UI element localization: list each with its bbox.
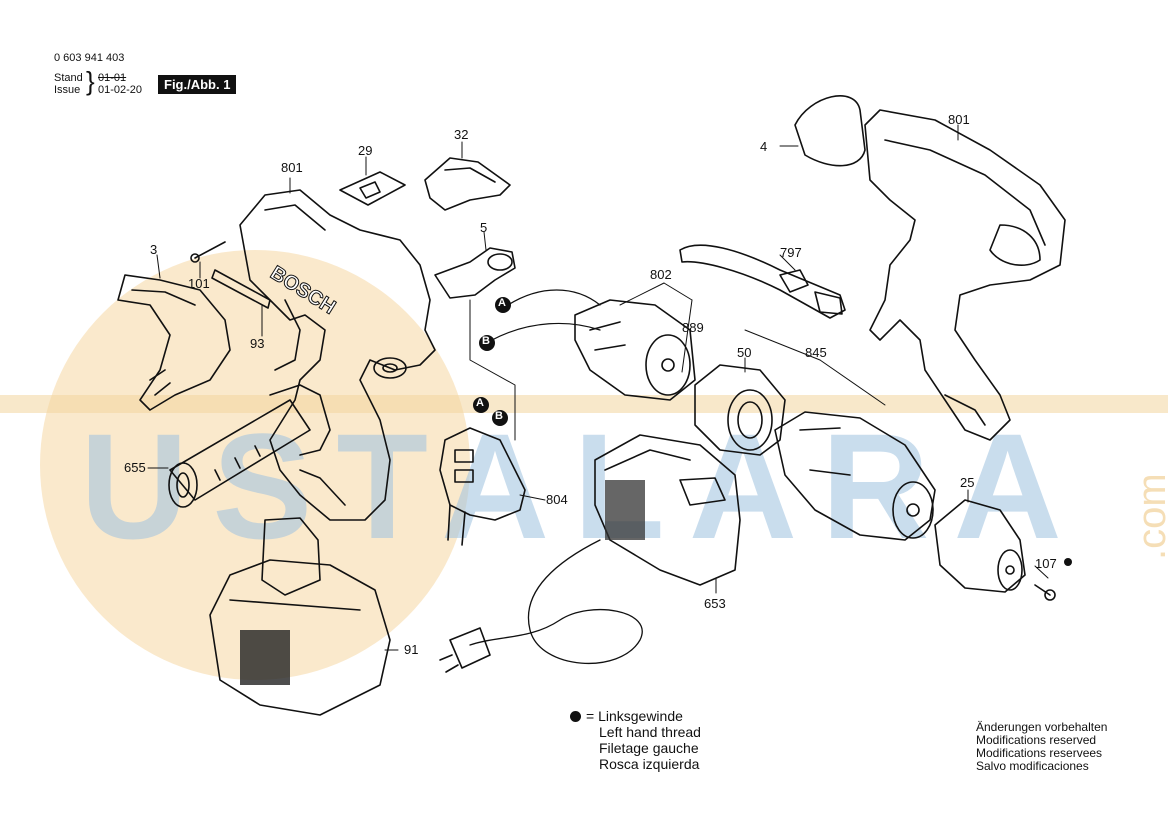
part-4: [794, 95, 866, 167]
note-line-3: Modifications reservees: [976, 746, 1103, 760]
part-797: [679, 244, 846, 319]
callout-845: 845: [805, 345, 827, 360]
connector-b-top: B: [482, 335, 490, 347]
callout-804: 804: [546, 492, 568, 507]
callout-802: 802: [650, 267, 672, 282]
part-91: [209, 559, 391, 716]
brace-icon: }: [86, 66, 95, 96]
issue-label: Issue: [54, 84, 81, 96]
legend-line-3: Filetage gauche: [599, 740, 699, 756]
legend-bullet-icon: [570, 711, 581, 722]
callout-50: 50: [737, 345, 752, 360]
note-line-1: Änderungen vorbehalten: [976, 720, 1108, 734]
part-107: [1034, 584, 1051, 596]
callout-653: 653: [704, 596, 726, 611]
part-29: [339, 171, 406, 206]
part-25: [934, 499, 1026, 593]
callout-32: 32: [454, 127, 469, 142]
watermark-circle: [40, 250, 470, 680]
housing-left: [239, 189, 436, 521]
watermark-band: [0, 395, 1168, 413]
callout-801-right: 801: [948, 112, 970, 127]
callout-91: 91: [404, 642, 419, 657]
part-number: 0 603 941 403: [54, 52, 125, 64]
callout-29: 29: [358, 143, 373, 158]
housing-right: [864, 109, 1066, 441]
part-804: [439, 427, 526, 521]
connector-a-top: A: [498, 297, 506, 309]
connector-a-switch: A: [476, 397, 484, 409]
callout-4: 4: [760, 139, 768, 154]
callout-101: 101: [188, 276, 210, 291]
part-5: [434, 247, 516, 299]
connector-b-switch: B: [495, 410, 503, 422]
part-93: [211, 269, 271, 309]
part-101: [194, 241, 226, 259]
legend-line-2: Left hand thread: [599, 724, 701, 740]
callout-797: 797: [780, 245, 802, 260]
part-50: [694, 364, 786, 456]
stand-label: Stand: [54, 72, 83, 84]
part-845: [774, 411, 936, 541]
callout-3: 3: [150, 242, 158, 257]
part-3: [117, 274, 231, 411]
part-802: [574, 299, 696, 401]
note-line-2: Modifications reserved: [976, 733, 1097, 747]
callout-25: 25: [960, 475, 975, 490]
legend-line-4: Rosca izquierda: [599, 756, 700, 772]
issue-date: 01-02-20: [98, 84, 143, 96]
stand-date: 01-01: [98, 72, 127, 84]
callout-107: 107: [1035, 556, 1057, 571]
callout-93: 93: [250, 336, 265, 351]
callout-801-left: 801: [281, 160, 303, 175]
callout-889: 889: [682, 320, 704, 335]
watermark-text: USTALARA: [80, 402, 1086, 570]
legend-line-1: = Linksgewinde: [586, 708, 683, 724]
note-line-4: Salvo modificaciones: [976, 759, 1089, 773]
part-655: [169, 399, 311, 501]
callout-5: 5: [480, 220, 488, 235]
callout-655: 655: [124, 460, 146, 475]
part-32: [424, 157, 511, 211]
figure-label: Fig./Abb. 1: [158, 75, 237, 94]
